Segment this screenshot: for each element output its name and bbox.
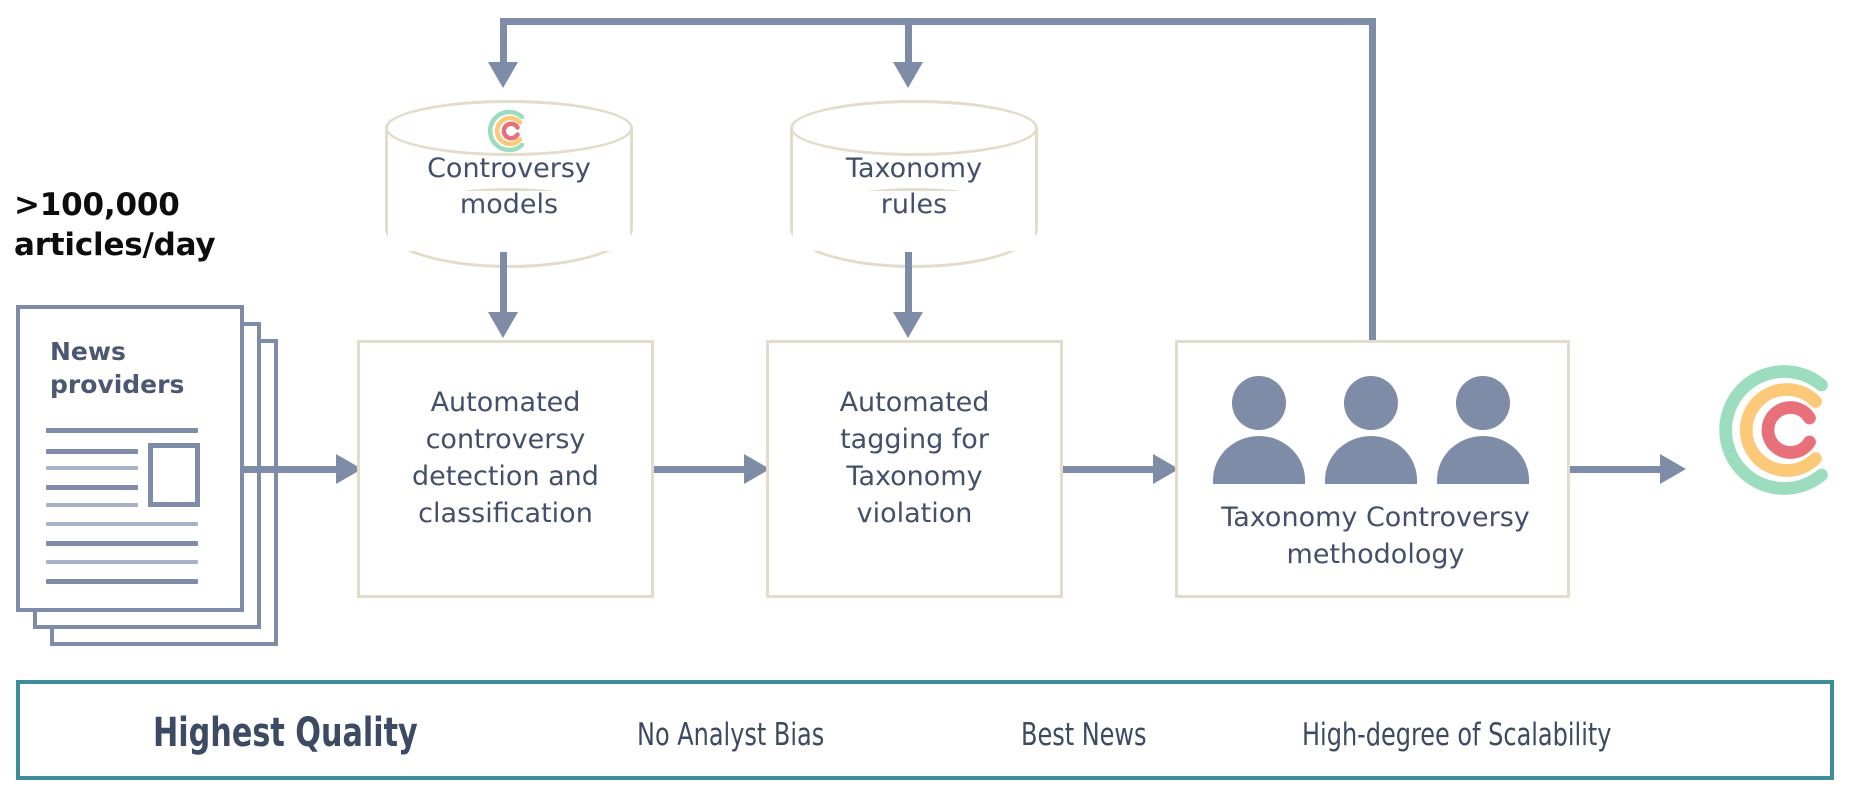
news-providers-card[interactable]: News providers xyxy=(16,305,244,612)
cylinder-top-ellipse xyxy=(790,100,1038,156)
quality-item-no-analyst-bias: No Analyst Bias xyxy=(637,717,825,753)
datastore-taxonomy-rules[interactable]: Taxonomy rules xyxy=(790,100,1038,268)
datastore-label-line2: models xyxy=(459,188,559,220)
quality-item-high-degree-scalability: High-degree of Scalability xyxy=(1302,717,1612,753)
arrow-taxonomy-rules-to-step2-shaft xyxy=(905,252,912,314)
news-paper-rule xyxy=(46,485,138,490)
news-providers-title-line1: News xyxy=(50,337,126,366)
step-2-line-2: tagging for xyxy=(840,423,989,455)
datastore-taxonomy-rules-label: Taxonomy rules xyxy=(790,151,1038,223)
arrow-step1-to-step2-head xyxy=(744,454,770,484)
datastore-controversy-models-label: Controversy models xyxy=(385,151,633,223)
step-2-label: Automated tagging for Taxonomy violation xyxy=(769,343,1060,533)
step-3-line-2: methodology xyxy=(1286,538,1465,570)
datastore-label-line2: rules xyxy=(880,188,948,220)
news-paper-rule xyxy=(46,449,138,454)
news-paper-rule xyxy=(46,541,198,546)
article-volume-line2: articles/day xyxy=(14,226,216,263)
arrow-controversy-models-to-step1-shaft xyxy=(500,252,507,314)
person-icon xyxy=(1456,376,1510,430)
step-3-label: Taxonomy Controversy methodology xyxy=(1178,500,1573,574)
feedback-loop-right-vertical xyxy=(1369,18,1376,340)
datastore-controversy-models[interactable]: Controversy models xyxy=(385,100,633,268)
step-automated-controversy-detection[interactable]: Automated controversy detection and clas… xyxy=(357,340,654,598)
feedback-arrow-to-controversy-models xyxy=(488,62,518,88)
step-1-label: Automated controversy detection and clas… xyxy=(360,343,651,533)
news-paper-rule xyxy=(46,522,198,526)
step-1-line-2: controversy xyxy=(425,423,586,455)
step-1-line-4: classification xyxy=(418,497,593,529)
controversy-c-logo-icon xyxy=(487,109,525,153)
step-automated-tagging[interactable]: Automated tagging for Taxonomy violation xyxy=(766,340,1063,598)
news-paper-rule xyxy=(46,503,138,507)
news-providers-title-line2: providers xyxy=(50,369,185,399)
arrow-controversy-models-to-step1-head xyxy=(488,312,518,338)
person-icon-body xyxy=(1213,436,1305,484)
datastore-label-line1: Controversy xyxy=(427,153,591,184)
arrow-step2-to-step3-shaft xyxy=(1063,466,1163,473)
feedback-arrow-to-taxonomy-rules xyxy=(893,62,923,88)
news-paper-image-placeholder xyxy=(148,443,200,507)
step-3-line-1: Taxonomy Controversy xyxy=(1221,502,1530,533)
step-2-line-3: Taxonomy xyxy=(846,460,983,492)
arrow-taxonomy-rules-to-step2-head xyxy=(893,312,923,338)
step-1-line-3: detection and xyxy=(412,460,599,492)
feedback-loop-left-vertical xyxy=(500,18,507,64)
step-2-line-4: violation xyxy=(856,497,973,529)
feedback-loop-horizontal xyxy=(500,18,1376,25)
news-paper-rule xyxy=(46,579,198,584)
quality-summary-bar: Highest Quality No Analyst Bias Best New… xyxy=(16,680,1834,780)
step-1-line-1: Automated xyxy=(430,387,581,418)
step-2-line-1: Automated xyxy=(839,387,990,418)
datastore-label-line1: Taxonomy xyxy=(845,153,983,184)
person-icon xyxy=(1344,376,1398,430)
news-paper-rule xyxy=(46,466,138,470)
person-icon-body xyxy=(1437,436,1529,484)
news-providers-title: News providers xyxy=(50,336,230,401)
arrow-step2-to-step3-head xyxy=(1153,454,1179,484)
arrow-step3-to-output-shaft xyxy=(1570,466,1670,473)
arrow-step1-to-step2-shaft xyxy=(654,466,754,473)
step-taxonomy-controversy-methodology[interactable]: Taxonomy Controversy methodology xyxy=(1175,340,1570,598)
news-paper-rule xyxy=(46,560,198,564)
article-volume-label: >100,000 articles/day xyxy=(14,186,294,265)
feedback-loop-middle-vertical xyxy=(905,18,912,64)
person-icon-body xyxy=(1325,436,1417,484)
quality-item-best-news: Best News xyxy=(1021,717,1147,753)
controversy-c-logo xyxy=(1719,365,1828,495)
cylinder-top-ellipse xyxy=(385,100,633,156)
quality-headline: Highest Quality xyxy=(153,710,418,756)
article-volume-line1: >100,000 xyxy=(14,187,180,223)
news-paper-rule xyxy=(46,428,198,433)
arrow-source-to-step1-shaft xyxy=(244,466,340,473)
arrow-step3-to-output-head xyxy=(1660,454,1686,484)
person-icon xyxy=(1232,376,1286,430)
